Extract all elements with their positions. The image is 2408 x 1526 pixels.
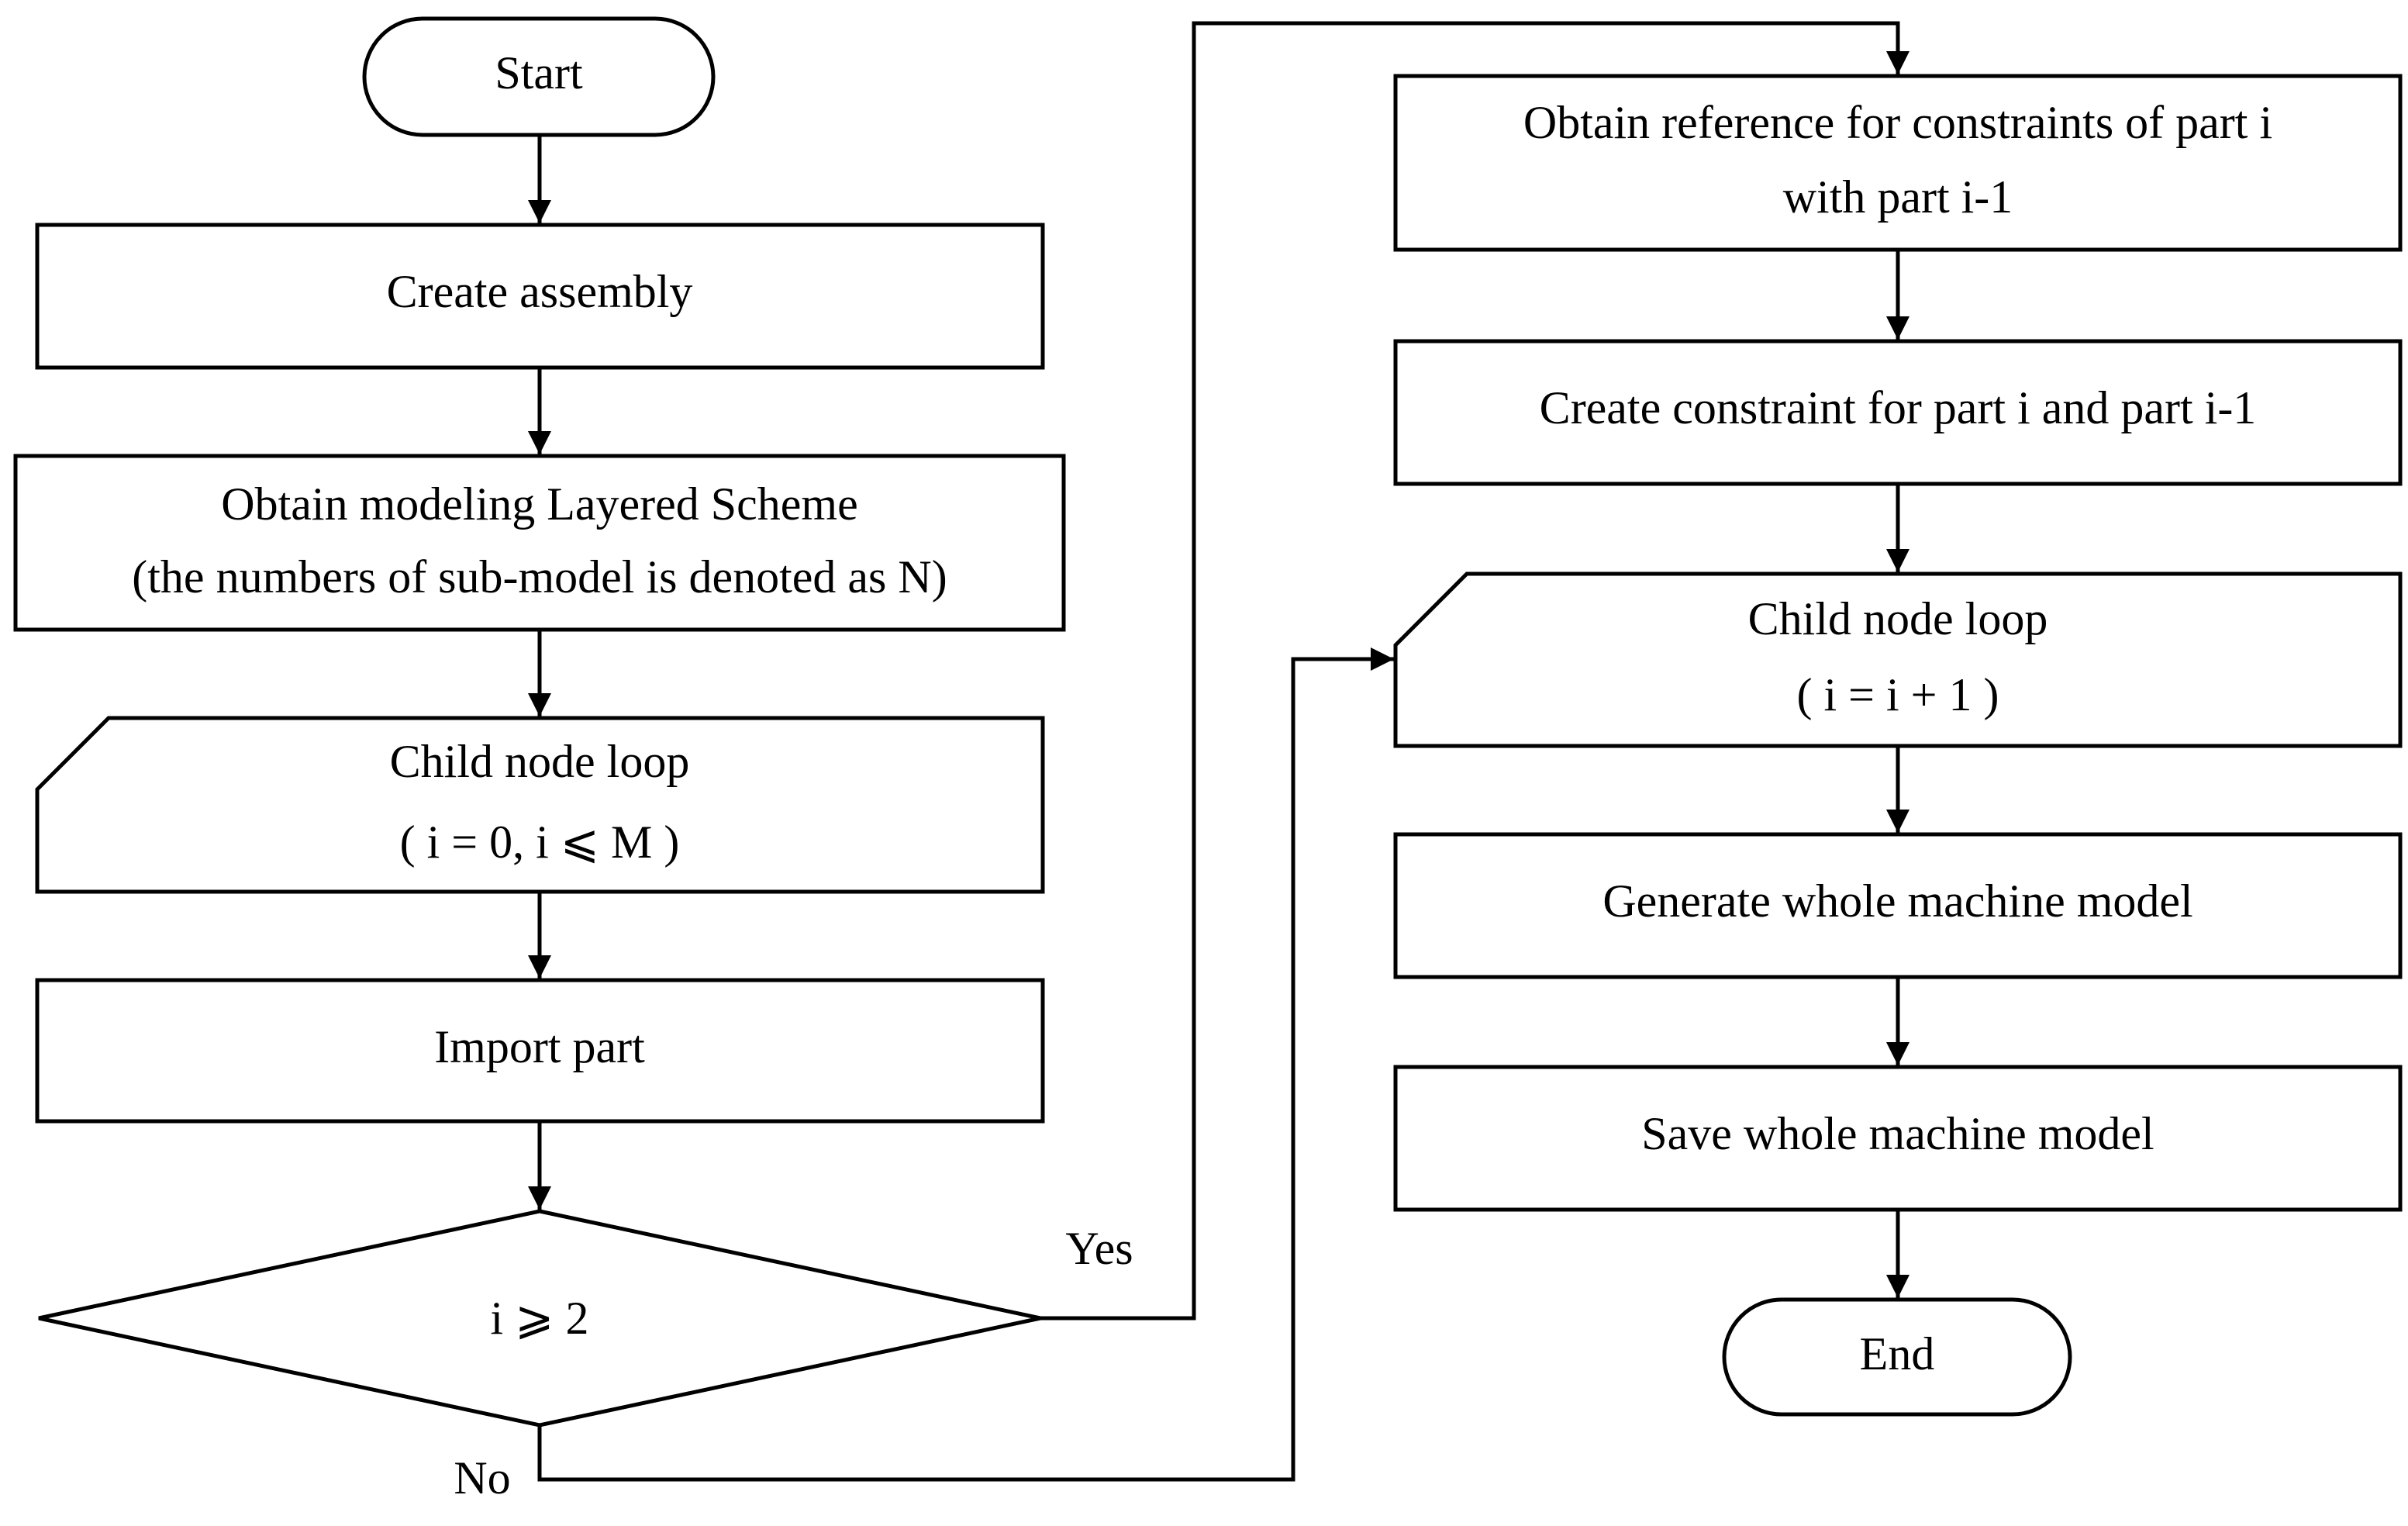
create-constraint-label: Create constraint for part i and part i-… [1540, 382, 2257, 433]
no-label: No [454, 1452, 510, 1504]
child-loop-2-line1: Child node loop [1748, 593, 2048, 644]
generate-model-label: Generate whole machine model [1602, 875, 2192, 927]
obtain-scheme-line2: (the numbers of sub-model is denoted as … [132, 551, 947, 602]
yes-label: Yes [1065, 1223, 1133, 1274]
child-loop-2-box: Child node loop ( i = i + 1 ) [1393, 571, 2403, 748]
start-terminator: Start [362, 16, 716, 137]
child-loop-1-box: Child node loop ( i = 0, i ⩽ M ) [35, 716, 1045, 894]
create-assembly-box: Create assembly [35, 223, 1045, 370]
obtain-scheme-box: Obtain modeling Layered Scheme (the numb… [13, 454, 1066, 632]
obtain-reference-box: Obtain reference for constraints of part… [1393, 74, 2403, 252]
import-part-label: Import part [434, 1021, 645, 1072]
obtain-scheme-line1: Obtain modeling Layered Scheme [221, 478, 857, 530]
generate-model-box: Generate whole machine model [1393, 832, 2403, 979]
end-terminator: End [1722, 1297, 2072, 1417]
child-loop-2-line2: ( i = i + 1 ) [1797, 669, 1999, 720]
obtain-reference-line1: Obtain reference for constraints of part… [1523, 97, 2272, 148]
child-loop-1-line1: Child node loop [390, 736, 690, 787]
decision-label: i ⩾ 2 [491, 1293, 589, 1344]
arrow-decision-yes-to-obtain-reference [1040, 21, 1909, 1321]
create-assembly-label: Create assembly [387, 266, 693, 317]
save-model-label: Save whole machine model [1641, 1108, 2154, 1159]
save-model-box: Save whole machine model [1393, 1065, 2403, 1212]
import-part-box: Import part [35, 978, 1045, 1124]
obtain-reference-line2: with part i-1 [1783, 171, 2013, 223]
decision-diamond: i ⩾ 2 [38, 1209, 1041, 1428]
end-label: End [1860, 1328, 1935, 1379]
child-loop-1-line2: ( i = 0, i ⩽ M ) [400, 817, 680, 868]
create-constraint-box: Create constraint for part i and part i-… [1393, 339, 2403, 486]
arrow-decision-no-to-child-loop-2 [537, 647, 1394, 1482]
start-label: Start [495, 47, 583, 98]
